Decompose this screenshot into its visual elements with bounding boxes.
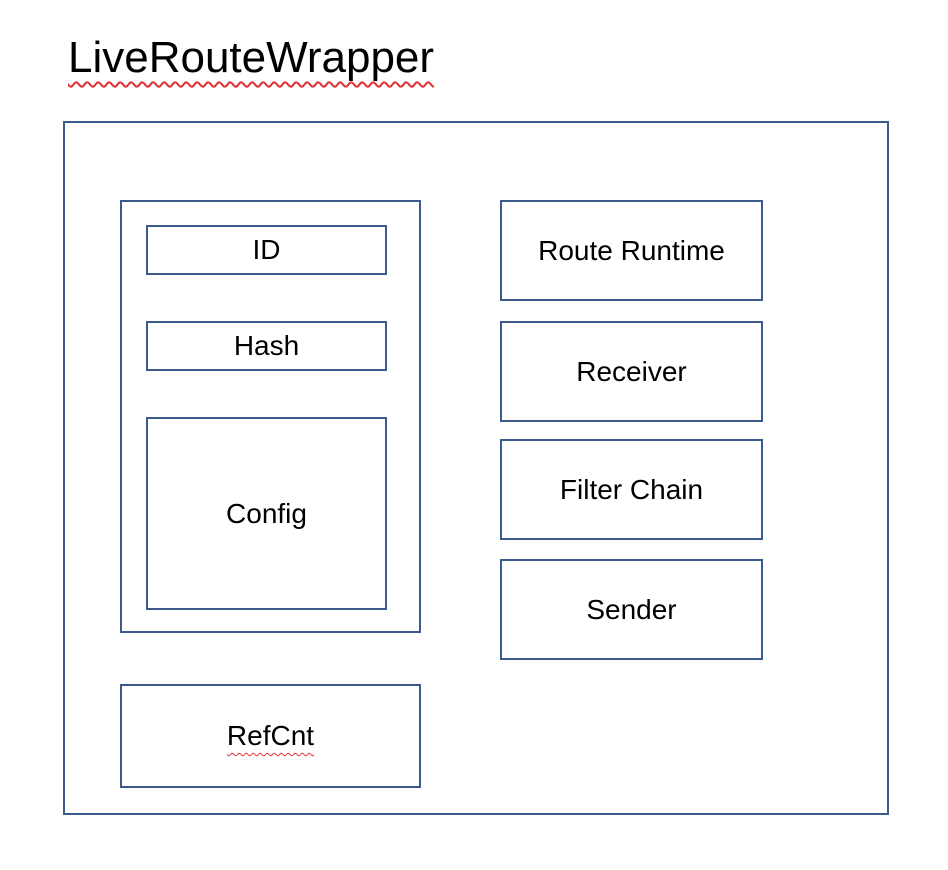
hash-box: Hash <box>146 321 387 371</box>
route-runtime-box: Route Runtime <box>500 200 763 301</box>
config-box: Config <box>146 417 387 610</box>
receiver-box: Receiver <box>500 321 763 422</box>
refcnt-label: RefCnt <box>226 720 315 751</box>
filter-chain-box: Filter Chain <box>500 439 763 540</box>
hash-label: Hash <box>233 330 300 361</box>
config-label: Config <box>226 497 307 529</box>
receiver-label: Receiver <box>576 355 687 387</box>
id-box: ID <box>146 225 387 275</box>
route-runtime-label: Route Runtime <box>538 234 725 266</box>
refcnt-box: RefCnt <box>120 684 421 788</box>
id-label: ID <box>252 234 281 265</box>
sender-label: Sender <box>586 593 677 625</box>
diagram-title: LiveRouteWrapper <box>68 33 435 82</box>
filter-chain-label: Filter Chain <box>559 473 704 505</box>
sender-box: Sender <box>500 559 763 660</box>
